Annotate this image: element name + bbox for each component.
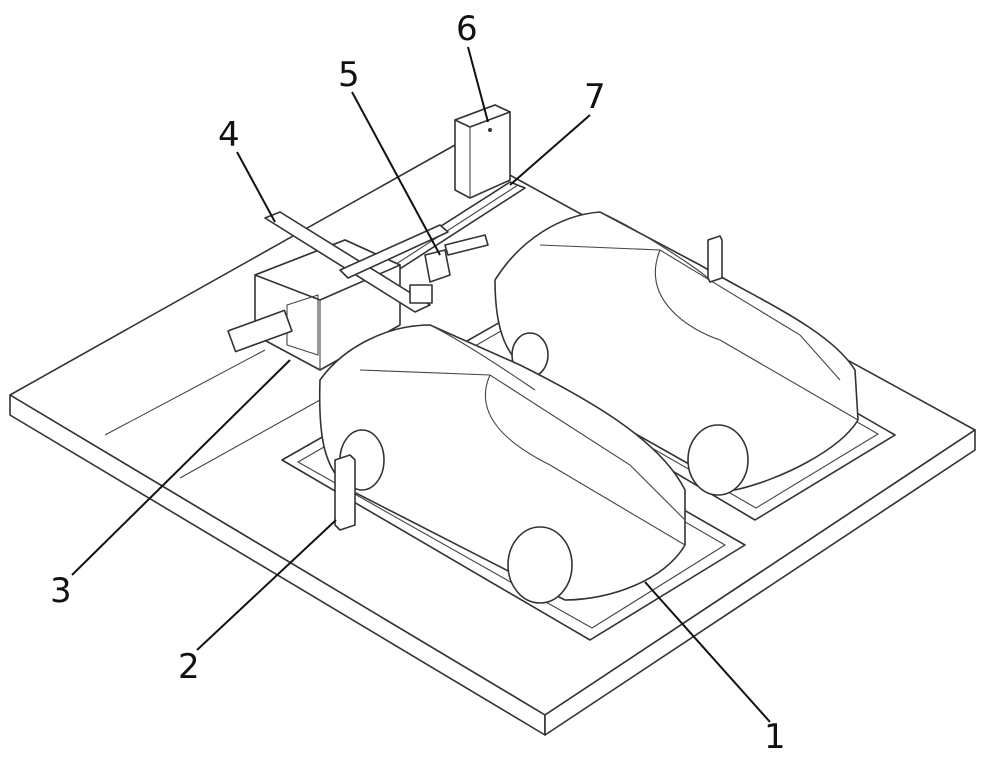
leader-line-4 bbox=[237, 152, 275, 222]
label-1: 1 bbox=[764, 720, 786, 754]
leader-line-7 bbox=[510, 115, 590, 185]
label-3: 3 bbox=[50, 574, 72, 608]
label-2: 2 bbox=[178, 650, 200, 684]
label-4: 4 bbox=[218, 118, 240, 152]
charging-post bbox=[335, 455, 355, 530]
label-5: 5 bbox=[338, 58, 360, 92]
rear-post bbox=[708, 236, 722, 282]
control-cabinet bbox=[455, 105, 510, 198]
label-6: 6 bbox=[456, 12, 478, 46]
label-7: 7 bbox=[584, 80, 606, 114]
